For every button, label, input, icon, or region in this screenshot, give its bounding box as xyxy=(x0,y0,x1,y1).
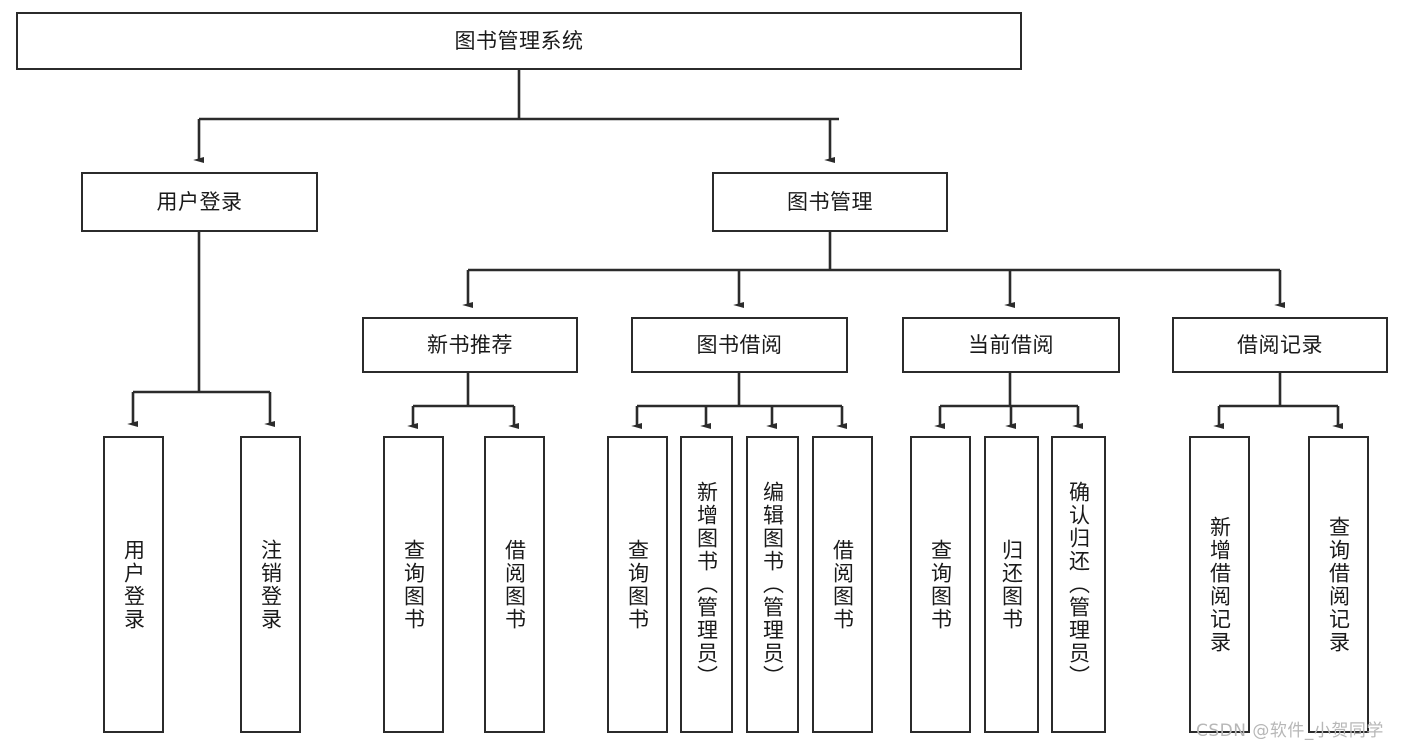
leaf-logout-login[interactable]: 注销登录 xyxy=(240,436,301,733)
node-borrow-record[interactable]: 借阅记录 xyxy=(1172,317,1388,373)
node-new-book-recommend[interactable]: 新书推荐 xyxy=(362,317,578,373)
node-book-manage[interactable]: 图书管理 xyxy=(712,172,948,232)
leaf-query-book-current-label: 查询图书 xyxy=(928,538,953,631)
leaf-edit-book-admin[interactable]: 编辑图书（管理员） xyxy=(746,436,799,733)
leaf-add-borrow-record-label: 新增借阅记录 xyxy=(1207,515,1232,654)
leaf-add-book-admin[interactable]: 新增图书（管理员） xyxy=(680,436,733,733)
leaf-user-login-label: 用户登录 xyxy=(121,538,146,631)
csdn-watermark: CSDN @软件_小贺同学 xyxy=(1196,721,1384,741)
leaf-query-book-borrow[interactable]: 查询图书 xyxy=(607,436,668,733)
leaf-add-book-admin-label: 新增图书（管理员） xyxy=(694,481,719,688)
leaf-borrow-book-recommend[interactable]: 借阅图书 xyxy=(484,436,545,733)
node-book-manage-label: 图书管理 xyxy=(787,189,873,214)
node-root-label: 图书管理系统 xyxy=(454,28,584,53)
leaf-user-login[interactable]: 用户登录 xyxy=(103,436,164,733)
node-user-login[interactable]: 用户登录 xyxy=(81,172,318,232)
leaf-logout-login-label: 注销登录 xyxy=(258,538,283,631)
leaf-query-borrow-record-label: 查询借阅记录 xyxy=(1326,515,1351,654)
node-book-borrow[interactable]: 图书借阅 xyxy=(631,317,848,373)
leaf-borrow-book[interactable]: 借阅图书 xyxy=(812,436,873,733)
leaf-query-book-current[interactable]: 查询图书 xyxy=(910,436,971,733)
leaf-return-book-label: 归还图书 xyxy=(999,538,1024,631)
leaf-confirm-return-admin[interactable]: 确认归还（管理员） xyxy=(1051,436,1106,733)
leaf-query-book-borrow-label: 查询图书 xyxy=(625,538,650,631)
node-current-borrow-label: 当前借阅 xyxy=(968,332,1054,357)
node-current-borrow[interactable]: 当前借阅 xyxy=(902,317,1120,373)
node-user-login-label: 用户登录 xyxy=(156,189,243,214)
leaf-query-book-recommend[interactable]: 查询图书 xyxy=(383,436,444,733)
node-root[interactable]: 图书管理系统 xyxy=(16,12,1022,70)
leaf-borrow-book-label: 借阅图书 xyxy=(830,538,855,631)
leaf-add-borrow-record[interactable]: 新增借阅记录 xyxy=(1189,436,1250,733)
leaf-confirm-return-admin-label: 确认归还（管理员） xyxy=(1066,481,1091,688)
leaf-return-book[interactable]: 归还图书 xyxy=(984,436,1039,733)
leaf-query-book-recommend-label: 查询图书 xyxy=(401,538,426,631)
node-book-borrow-label: 图书借阅 xyxy=(696,332,783,357)
node-new-book-recommend-label: 新书推荐 xyxy=(427,332,513,357)
node-borrow-record-label: 借阅记录 xyxy=(1237,332,1323,357)
leaf-edit-book-admin-label: 编辑图书（管理员） xyxy=(760,481,785,688)
leaf-borrow-book-recommend-label: 借阅图书 xyxy=(502,538,527,631)
leaf-query-borrow-record[interactable]: 查询借阅记录 xyxy=(1308,436,1369,733)
